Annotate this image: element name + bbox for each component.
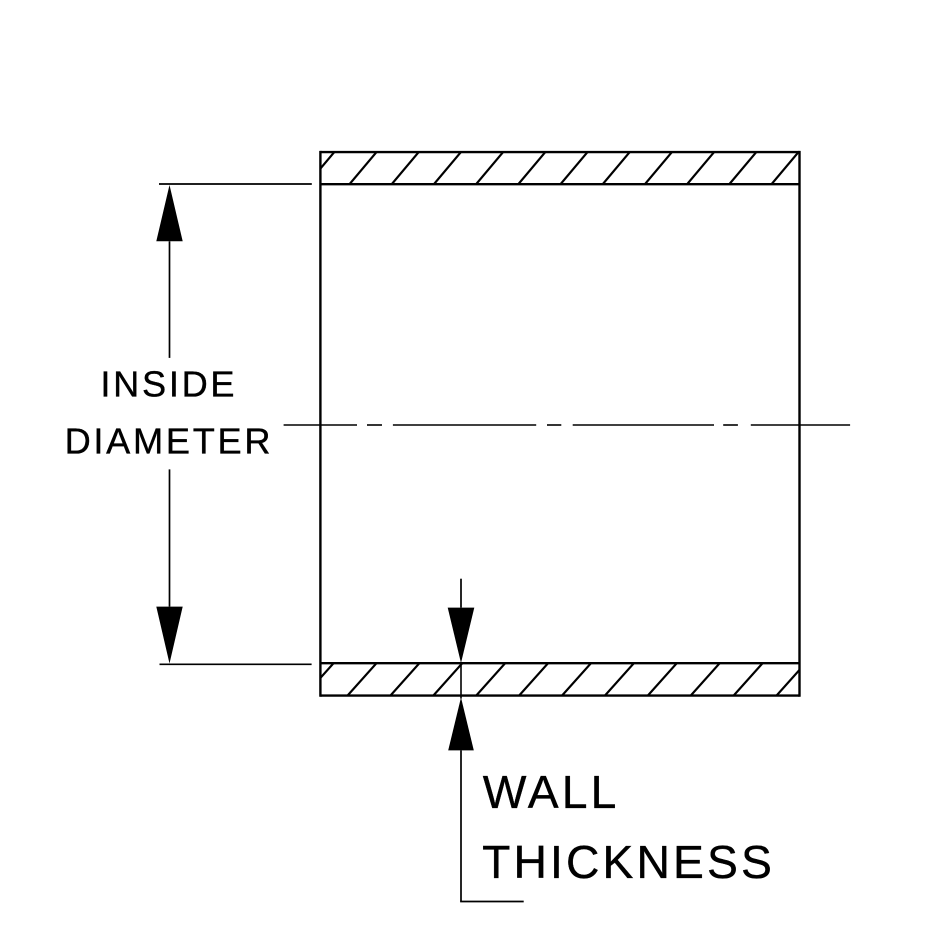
svg-text:THICKNESS: THICKNESS bbox=[482, 836, 775, 888]
svg-text:DIAMETER: DIAMETER bbox=[65, 420, 274, 461]
svg-text:WALL: WALL bbox=[483, 766, 620, 818]
svg-text:INSIDE: INSIDE bbox=[100, 363, 237, 404]
